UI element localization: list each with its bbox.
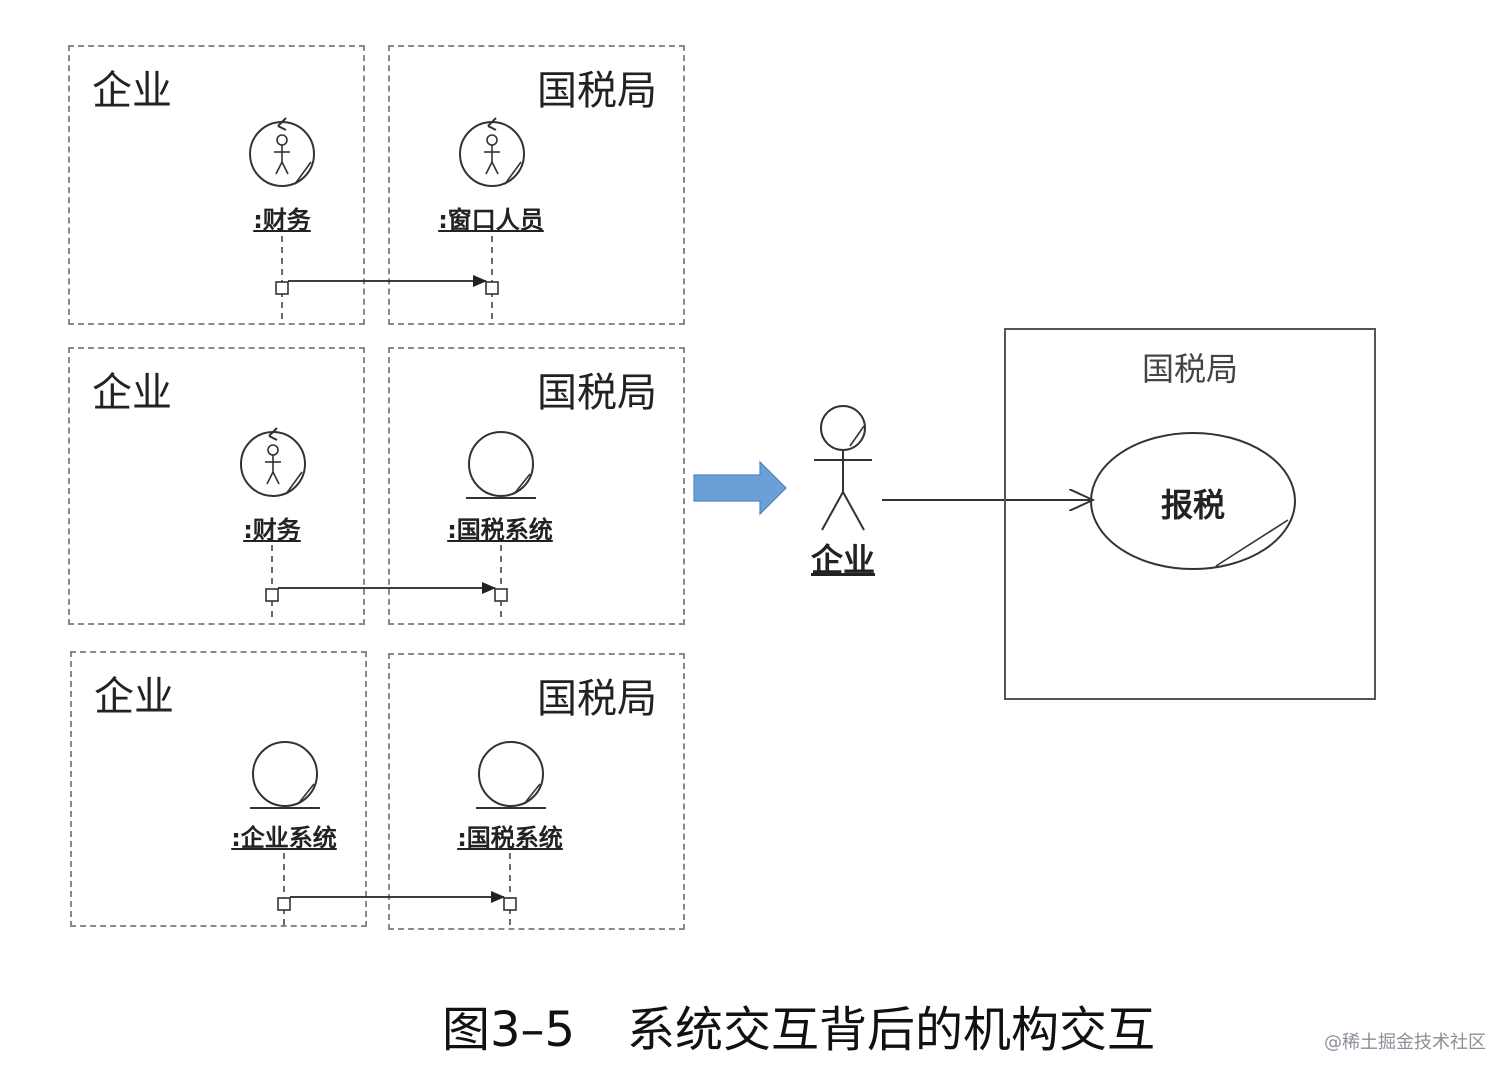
figure-number: 图3–5: [441, 1002, 576, 1058]
org-box-tax-bureau-1: 国税局: [388, 45, 685, 325]
watermark: @稀土掘金技术社区: [1324, 1032, 1486, 1053]
business-entity-icon: [250, 741, 320, 809]
activation-box: [503, 897, 517, 911]
business-worker-icon: [249, 117, 315, 187]
object-label: :国税系统: [457, 824, 563, 852]
boundary-title: 国税局: [1141, 350, 1238, 388]
object-label: :企业系统: [231, 824, 337, 852]
org-box-tax-bureau-2: 国税局: [388, 347, 685, 625]
box-title-tax-bureau-3: 国税局: [537, 676, 657, 722]
org-box-enterprise-1: 企业: [68, 45, 365, 325]
use-case-label: 报税: [1160, 486, 1226, 524]
figure-caption: 图3–5 系统交互背后的机构交互: [0, 990, 1512, 1060]
business-worker-icon: [459, 117, 525, 187]
object-label: :财务: [243, 516, 301, 544]
box-title-enterprise-3: 企业: [94, 674, 174, 720]
business-actor-icon: [814, 405, 872, 531]
business-entity-icon: [466, 431, 536, 499]
business-use-case-icon: [1090, 432, 1296, 570]
actor-label: 企业: [810, 541, 876, 579]
box-title-tax-bureau-1: 国税局: [537, 68, 657, 114]
system-boundary-tax-bureau: 国税局: [1004, 328, 1376, 700]
object-label: :国税系统: [447, 516, 553, 544]
figure-caption-text: 系统交互背后的机构交互: [627, 1002, 1156, 1058]
org-box-enterprise-2: 企业: [68, 347, 365, 625]
business-entity-icon: [476, 741, 546, 809]
activation-box: [494, 588, 508, 602]
box-title-tax-bureau-2: 国税局: [537, 370, 657, 416]
object-label: :窗口人员: [438, 206, 544, 234]
activation-box: [277, 897, 291, 911]
object-label: :财务: [253, 206, 311, 234]
activation-box: [275, 281, 289, 295]
box-title-enterprise-2: 企业: [92, 370, 172, 416]
activation-box: [265, 588, 279, 602]
box-title-enterprise-1: 企业: [92, 68, 172, 114]
org-box-enterprise-3: 企业: [70, 651, 367, 927]
business-worker-icon: [240, 427, 306, 497]
org-box-tax-bureau-3: 国税局: [388, 653, 685, 930]
activation-box: [485, 281, 499, 295]
transition-arrow-icon: [693, 460, 787, 516]
